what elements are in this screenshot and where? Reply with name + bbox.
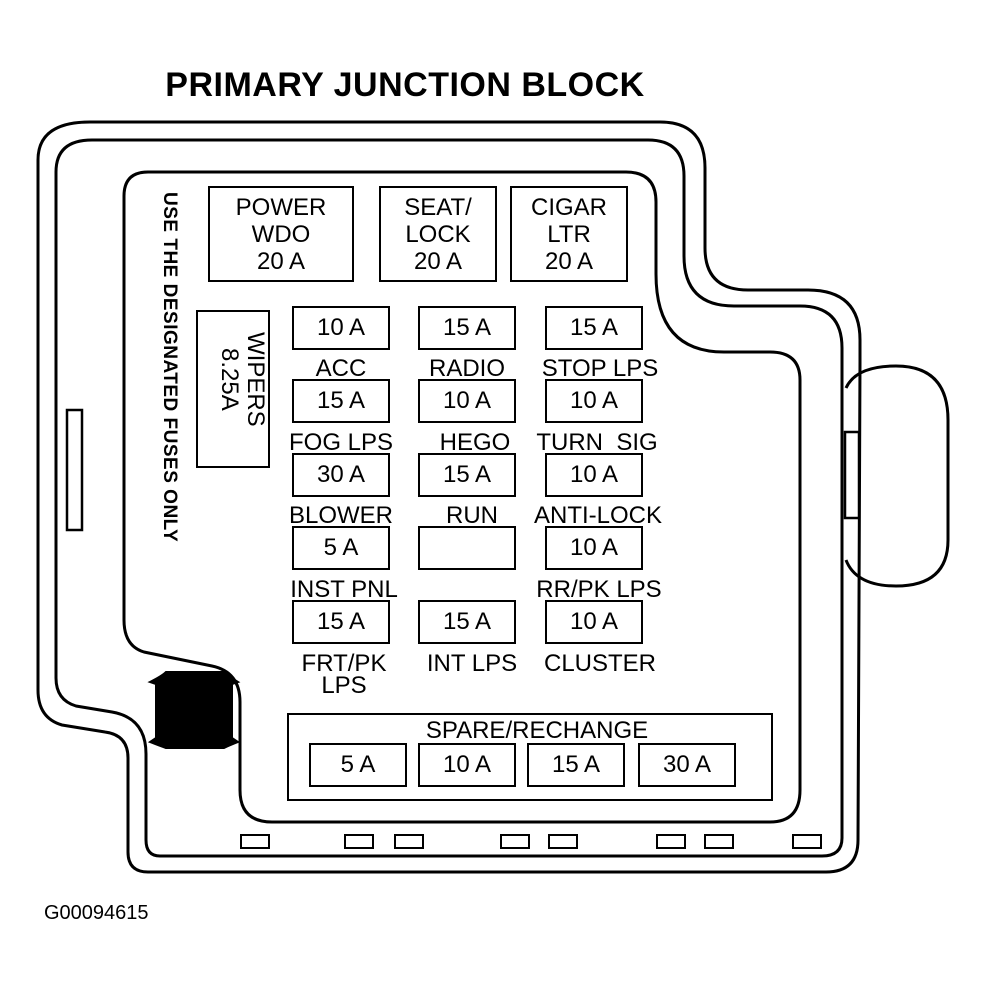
bottom-tab	[240, 834, 270, 849]
diagram-title: PRIMARY JUNCTION BLOCK	[165, 66, 645, 104]
side-tab	[844, 364, 950, 588]
label-frt-pk-lps: LPS	[321, 672, 367, 699]
large-fuse-rating: 20 A	[256, 247, 306, 275]
outer-housing	[36, 120, 862, 874]
label-fog-lps: FOG LPS	[288, 429, 394, 456]
left-slot	[65, 408, 84, 532]
wipers-fuse: WIPERS 8.25A	[196, 310, 270, 468]
fuse-rr-pk-lps: 10 A	[545, 526, 643, 570]
fuse-blower: 30 A	[292, 453, 390, 497]
fuse-panel-border	[122, 170, 802, 824]
bottom-tab	[548, 834, 578, 849]
spare-fuse-10a: 10 A	[418, 743, 516, 787]
large-fuse-cigar-ltr: CIGAR LTR 20 A	[510, 186, 628, 282]
large-fuse-line2: WDO	[251, 220, 311, 248]
label-inst-pnl: INST PNL	[290, 576, 398, 603]
fuse-fog-lps: 15 A	[292, 379, 390, 423]
fuse-run: 15 A	[418, 453, 516, 497]
bottom-tab	[792, 834, 822, 849]
label-rr-pk-lps: RR/PK LPS	[536, 576, 662, 603]
fuse-acc: 10 A	[292, 306, 390, 350]
label-hego: HEGO	[439, 429, 511, 456]
label-cluster: CLUSTER	[543, 650, 657, 677]
figure-id: G00094615	[44, 902, 149, 924]
fuse-empty-slot	[418, 526, 516, 570]
large-fuse-line1: SEAT/	[404, 193, 472, 221]
label-blower: BLOWER	[288, 502, 393, 529]
fuse-anti-lock: 10 A	[545, 453, 643, 497]
fuse-radio: 15 A	[418, 306, 516, 350]
bottom-tab	[344, 834, 374, 849]
large-fuse-power-wdo: POWER WDO 20 A	[208, 186, 354, 282]
fuse-turn-sig: 10 A	[545, 379, 643, 423]
large-fuse-seat-lock: SEAT/ LOCK 20 A	[379, 186, 497, 282]
large-fuse-rating: 20 A	[413, 247, 463, 275]
fuse-frt-pk-lps: 15 A	[292, 600, 390, 644]
large-fuse-line2: LTR	[547, 220, 591, 248]
wipers-rating: 8.25A	[216, 347, 243, 411]
large-fuse-line1: CIGAR	[530, 193, 607, 221]
spare-fuse-5a: 5 A	[309, 743, 407, 787]
bottom-tab	[394, 834, 424, 849]
label-int-lps: INT LPS	[426, 650, 518, 677]
spare-label: SPARE/RECHANGE	[425, 717, 649, 744]
spare-fuse-15a: 15 A	[527, 743, 625, 787]
large-fuse-line2: LOCK	[405, 220, 471, 248]
large-fuse-line1: POWER	[235, 193, 327, 221]
fuse-inst-pnl: 5 A	[292, 526, 390, 570]
spare-section	[287, 713, 773, 801]
bottom-tab	[500, 834, 530, 849]
label-acc: ACC	[315, 355, 367, 382]
wipers-label: WIPERS	[242, 332, 269, 427]
right-slot	[843, 430, 861, 520]
label-run: RUN	[446, 502, 498, 529]
label-frt-pk: FRT/PK	[301, 650, 387, 677]
large-fuse-rating: 20 A	[544, 247, 594, 275]
spare-fuse-30a: 30 A	[638, 743, 736, 787]
label-stop-lps: STOP LPS	[541, 355, 659, 382]
connector-block-icon	[147, 671, 241, 749]
label-anti-lock: ANTI-LOCK	[533, 502, 662, 529]
fuse-stop-lps: 15 A	[545, 306, 643, 350]
bottom-tab	[656, 834, 686, 849]
side-note-text: USE THE DESIGNATED FUSES ONLY	[159, 192, 180, 543]
inner-housing	[54, 138, 844, 858]
fuse-hego: 10 A	[418, 379, 516, 423]
fuse-int-lps: 15 A	[418, 600, 516, 644]
label-radio: RADIO	[428, 355, 505, 382]
label-turn-sig: TURN SIG	[536, 429, 658, 456]
bottom-tab	[704, 834, 734, 849]
fuse-cluster: 10 A	[545, 600, 643, 644]
